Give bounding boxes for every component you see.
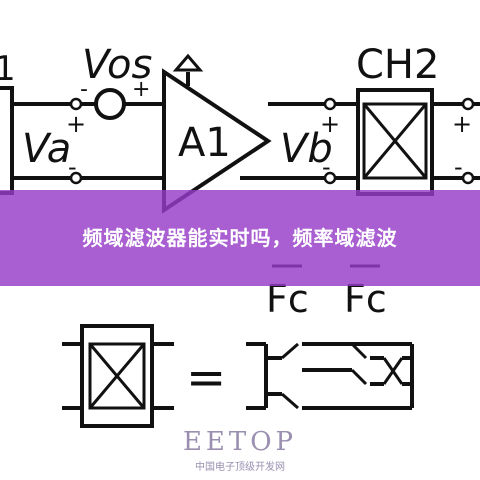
left-partial-box: [0, 86, 14, 195]
filter-cross-2: [88, 343, 146, 409]
switch-1a: [281, 342, 299, 360]
vb-plus-node: [323, 97, 337, 111]
banner-title: 频域滤波器能实时吗，频率域滤波: [82, 226, 398, 250]
amplifier-label: A1: [178, 120, 231, 166]
ch2-label: CH2: [356, 42, 439, 88]
filter-outer-box: [80, 324, 154, 428]
va-minus-node: [69, 171, 83, 185]
right-minus-node: [461, 171, 475, 185]
title-banner: 频域滤波器能实时吗，频率域滤波: [0, 190, 480, 286]
left-edge-digit: 1: [0, 49, 16, 89]
bottom-diagram: [62, 324, 414, 428]
vb-plus-sign: +: [320, 110, 340, 138]
top-circuit: [0, 68, 480, 214]
crossover-2: [382, 357, 404, 385]
switch-2a: [350, 342, 368, 360]
vos-plus-sign: +: [132, 77, 150, 102]
va-minus-sign: -: [68, 153, 77, 181]
equals-sign: =: [186, 350, 226, 406]
supply-arrow-icon: [172, 53, 204, 72]
vb-label: Vb: [280, 126, 333, 172]
vos-minus-sign: -: [80, 77, 88, 102]
va-plus-sign: +: [66, 110, 86, 138]
switch-1b: [281, 392, 299, 410]
switch-2b: [350, 368, 368, 386]
vb-minus-node: [323, 171, 337, 185]
watermark-logo: EETOP: [183, 427, 297, 457]
ch2-cross-line-2: [362, 103, 428, 179]
right-plus-sign: +: [452, 110, 472, 138]
right-plus-node: [461, 97, 475, 111]
vos-source-symbol: [94, 88, 126, 120]
top-labels: 1 Vos - + Va + - A1 Vb + - CH2 + -: [0, 42, 472, 181]
ch2-inner-box: [362, 102, 428, 180]
va-label: Va: [22, 126, 71, 172]
watermark-subtitle: 中国电子顶级开发网: [195, 460, 285, 473]
right-minus-sign: -: [454, 153, 463, 181]
vos-label: Vos: [82, 42, 152, 88]
vb-minus-sign: -: [322, 153, 331, 181]
va-plus-node: [69, 97, 83, 111]
filter-inner-box: [88, 342, 146, 410]
terminal-nodes: [69, 97, 475, 185]
amplifier-triangle: [162, 68, 272, 214]
